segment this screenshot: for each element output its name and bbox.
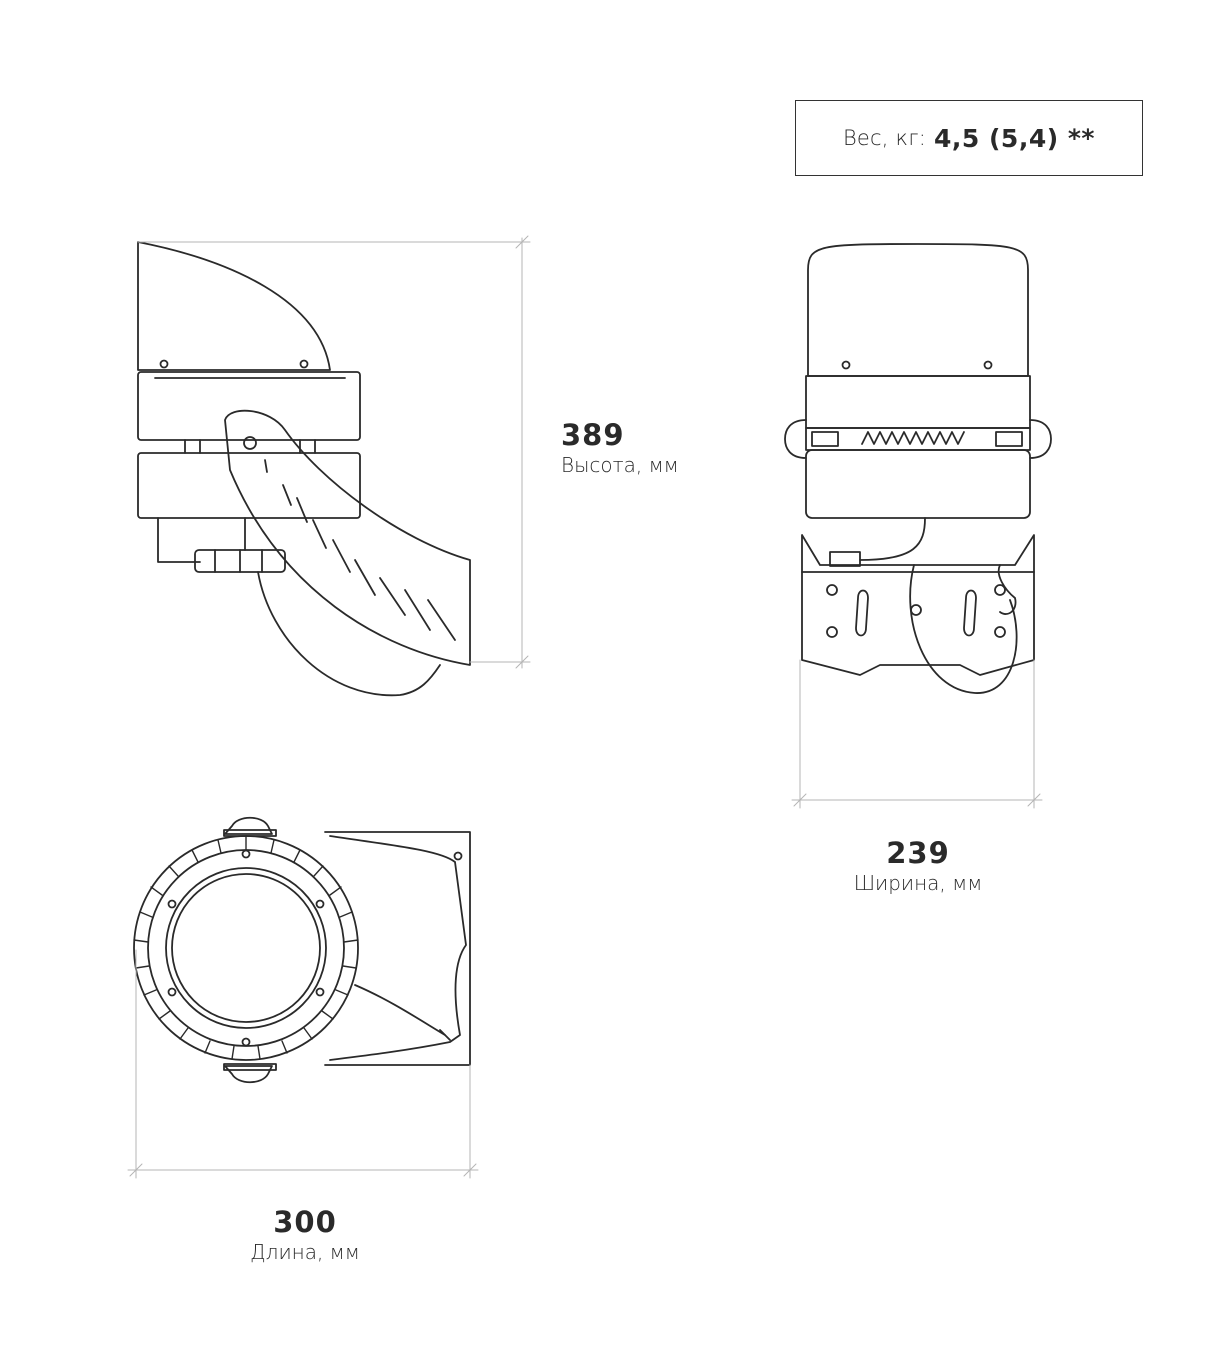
height-dimension-lines xyxy=(137,235,531,669)
width-value: 239 xyxy=(886,836,950,870)
length-dimension-lines xyxy=(127,949,479,1179)
floodlight-top-view-icon xyxy=(133,816,471,1084)
height-caption: Высота, мм xyxy=(561,452,679,477)
floodlight-front-view-icon xyxy=(784,243,1052,694)
weight-label: Вес, кг: xyxy=(842,126,927,150)
length-value: 300 xyxy=(273,1205,337,1239)
height-value: 389 xyxy=(561,418,625,452)
weight-value: 4,5 (5,4) ** xyxy=(934,123,1095,153)
width-caption: Ширина, мм xyxy=(853,870,983,895)
floodlight-side-view-icon xyxy=(137,241,471,697)
width-dimension-lines xyxy=(791,659,1043,809)
weight-box: Вес, кг: 4,5 (5,4) ** xyxy=(795,100,1143,176)
length-dimension: 300 Длина, мм xyxy=(205,1205,405,1264)
length-caption: Длина, мм xyxy=(250,1239,360,1264)
width-dimension: 239 Ширина, мм xyxy=(818,836,1018,895)
height-dimension: 389 Высота, мм xyxy=(561,418,679,477)
